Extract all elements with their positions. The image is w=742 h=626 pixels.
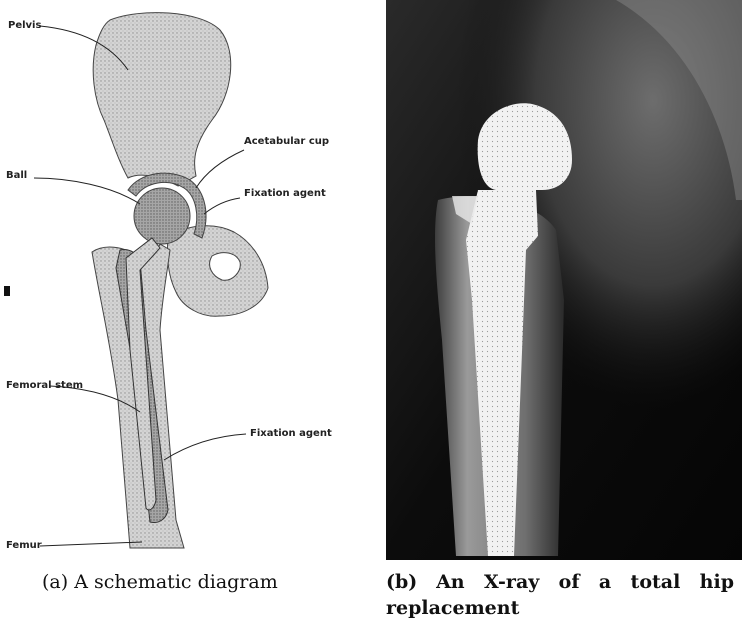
fixation-agent-lower-label: Fixation agent [250, 428, 332, 439]
femur-leader [40, 542, 142, 546]
ball-shape [134, 188, 190, 244]
acetabular-cup-leader [196, 150, 244, 188]
caption-b-text: An X-ray of a total hip replacement [386, 571, 734, 619]
schematic-diagram: Pelvis Acetabular cup Ball Fixation agen… [0, 0, 345, 560]
caption-a: (a) A schematic diagram [42, 569, 342, 595]
femoral-stem-label: Femoral stem [6, 380, 83, 391]
pelvis-shape [93, 13, 231, 186]
femur-label: Femur [6, 540, 42, 551]
acetabular-cup-label: Acetabular cup [244, 136, 329, 147]
margin-mark [4, 286, 10, 296]
caption-b-tag: (b) [386, 571, 417, 593]
caption-a-text: A schematic diagram [74, 571, 278, 593]
acetabular-cup-label-text: Acetabular cup [244, 136, 329, 147]
xray-panel [386, 0, 742, 560]
fixation-agent-upper-leader [204, 198, 240, 214]
pelvis-label: Pelvis [8, 20, 41, 31]
schematic-diagram-panel: Pelvis Acetabular cup Ball Fixation agen… [0, 0, 345, 560]
ball-label: Ball [6, 170, 27, 181]
caption-a-tag: (a) [42, 571, 68, 593]
ball-leader [34, 178, 140, 204]
fixation-agent-lower-leader [164, 434, 246, 460]
xray-image [386, 0, 742, 560]
fixation-agent-upper-label: Fixation agent [244, 188, 326, 199]
caption-b: (b) An X-ray of a total hip replacement [386, 569, 734, 621]
